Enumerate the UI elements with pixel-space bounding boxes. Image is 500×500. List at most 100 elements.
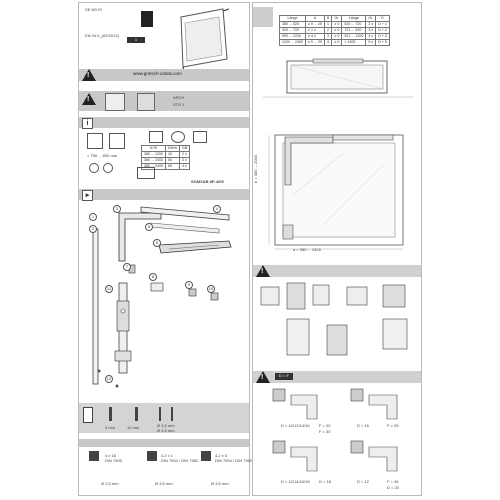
screwdriver-icon bbox=[109, 407, 112, 421]
doc-date: EN 04.0_(02/2013) bbox=[85, 33, 119, 38]
warning-icon bbox=[256, 371, 270, 383]
section-bar-measure bbox=[253, 7, 273, 27]
logo-icon bbox=[141, 11, 153, 27]
part-number: 8 bbox=[149, 273, 157, 281]
measure-cell: 1200 ... 2400 bbox=[279, 39, 306, 46]
window-overview-drawing bbox=[180, 8, 230, 76]
info-icon: i bbox=[82, 118, 93, 129]
warning-icon bbox=[256, 265, 270, 277]
measure-cell: 4 bbox=[323, 39, 333, 46]
measure-cell: ≥ 0 bbox=[331, 39, 343, 46]
measure-cell: ≥ 0 ... 25 bbox=[304, 39, 325, 46]
part-number: 4 bbox=[213, 205, 221, 213]
screw-din: DIN 7504 / DIN 7982 bbox=[161, 458, 199, 463]
doc-badge: 1 bbox=[127, 37, 145, 43]
section-bar-mounting bbox=[253, 265, 421, 277]
profile-icon bbox=[149, 131, 163, 143]
part-label: SGMXAB 8P-4/05 bbox=[191, 179, 224, 184]
tool-size: Ø 4,5 mm bbox=[157, 428, 175, 433]
step-label: D = 20 bbox=[387, 485, 399, 490]
circle-icon bbox=[89, 163, 99, 173]
detail-tag: D = F bbox=[275, 373, 293, 380]
window-mini-icon bbox=[137, 167, 155, 179]
f-label: F = 30 bbox=[319, 429, 331, 434]
measure-cell: 5 x bbox=[365, 39, 377, 46]
info-cell: 69 bbox=[164, 163, 180, 170]
parts-section-icon: ▸ bbox=[82, 190, 93, 201]
dim-label: a = 380 ... 2400 bbox=[293, 247, 321, 252]
part-number: 5 bbox=[145, 223, 153, 231]
part-number: 1 bbox=[89, 213, 97, 221]
dim-label: b = 380 ... 2000 bbox=[253, 155, 258, 183]
screw-label: 4 x 16 bbox=[105, 453, 116, 458]
measure-cell: > 1200 bbox=[341, 39, 367, 46]
info-cell: 4 x bbox=[178, 163, 191, 170]
measure-cell: 921 ... 1200 bbox=[341, 33, 367, 40]
screw-dia: Ø 3,5 mm bbox=[155, 481, 173, 486]
f-label: F = 25 bbox=[387, 423, 399, 428]
measure-cell: ≥ 0 ... 25 bbox=[304, 21, 325, 28]
detail-drawings bbox=[272, 388, 398, 472]
parts-drawing bbox=[92, 206, 232, 388]
step-label: D = 16 bbox=[357, 423, 369, 428]
warning-icon bbox=[82, 93, 96, 105]
measure-table: Länge A B Gr. Länge Gr. D 380 ... 520 ≥ … bbox=[279, 15, 390, 46]
part-number: 12 bbox=[105, 375, 113, 383]
site-text: www.gretsch-unitas.com bbox=[133, 71, 182, 76]
doc-code: SE 6/0 IS bbox=[85, 7, 102, 12]
screw-icon bbox=[147, 451, 157, 461]
right-page: Länge A B Gr. Länge Gr. D 380 ... 520 ≥ … bbox=[252, 2, 422, 496]
info-table: A+B DxHn GB 380 ... 1200 42 2 x 380 ... … bbox=[141, 145, 191, 170]
drill-icon bbox=[159, 407, 161, 421]
step-label: D = 12 bbox=[357, 479, 369, 484]
part-number: 11 bbox=[105, 285, 113, 293]
range-note: > 750 ... 800 mm bbox=[87, 153, 118, 158]
screw-icon bbox=[89, 451, 99, 461]
frame-profile-icon bbox=[109, 133, 125, 149]
hand-icon bbox=[137, 93, 155, 111]
tool-icons-row bbox=[139, 131, 239, 143]
measure-cell: D + 5 bbox=[375, 39, 390, 46]
section-bar-safety bbox=[79, 69, 249, 81]
drill-icon bbox=[171, 407, 173, 421]
part-number: 9 bbox=[185, 281, 193, 289]
screw-label: 4,2 x 1 bbox=[161, 453, 174, 458]
bs-row-2: STR 1 bbox=[173, 102, 185, 107]
window-plan-drawing bbox=[263, 58, 413, 98]
gear-icon bbox=[171, 131, 185, 143]
part-number: 6 bbox=[153, 239, 161, 247]
bs-row-1: ARCH bbox=[173, 95, 185, 100]
screw-icon bbox=[201, 451, 211, 461]
step-label: D = 18 bbox=[319, 479, 331, 484]
part-number: 10 bbox=[207, 285, 215, 293]
tool-size: Ø 3,5 mm bbox=[157, 423, 175, 428]
info-cell: 380 ... 1200 bbox=[141, 151, 166, 158]
screw-din: DIN 7505 bbox=[105, 458, 122, 463]
window-main-drawing bbox=[268, 134, 404, 250]
site-badge: www.gretsch-unitas.com bbox=[101, 71, 191, 79]
warning-icon bbox=[82, 69, 96, 81]
left-page: SE 6/0 IS EN 04.0_(02/2013) 1 www.gretsc… bbox=[78, 2, 253, 496]
section-bar-tools bbox=[79, 403, 249, 433]
tools-icon bbox=[83, 407, 93, 423]
tool-size: 3 mm bbox=[105, 425, 115, 430]
section-bar-info: i bbox=[79, 117, 249, 129]
f-label: F = 20 bbox=[319, 423, 331, 428]
circle-icon bbox=[103, 163, 113, 173]
screw-din: DIN 7504 / DIN 7982 bbox=[215, 458, 253, 463]
screw-label: 4,2 x 3 bbox=[215, 453, 228, 458]
section-bar-detail: D = F bbox=[253, 371, 421, 383]
mounting-details-drawing bbox=[260, 282, 408, 356]
section-bar-parts: ▸ bbox=[79, 189, 249, 201]
sash-profile-icon bbox=[87, 133, 103, 149]
f-label: F = 45 bbox=[387, 479, 399, 484]
section-bar-screws bbox=[79, 439, 249, 447]
tool-size: 12 mm bbox=[127, 425, 140, 430]
part-number: 7 bbox=[123, 263, 131, 271]
screw-dia: Ø 2,5 mm bbox=[101, 481, 119, 486]
screwdriver-icon bbox=[135, 407, 138, 421]
weight-icon bbox=[193, 131, 207, 143]
step-label: D = 10/12/14/16 bbox=[281, 423, 310, 428]
part-number: 2 bbox=[89, 225, 97, 233]
info-cell: 380 ... 2400 bbox=[141, 157, 166, 164]
